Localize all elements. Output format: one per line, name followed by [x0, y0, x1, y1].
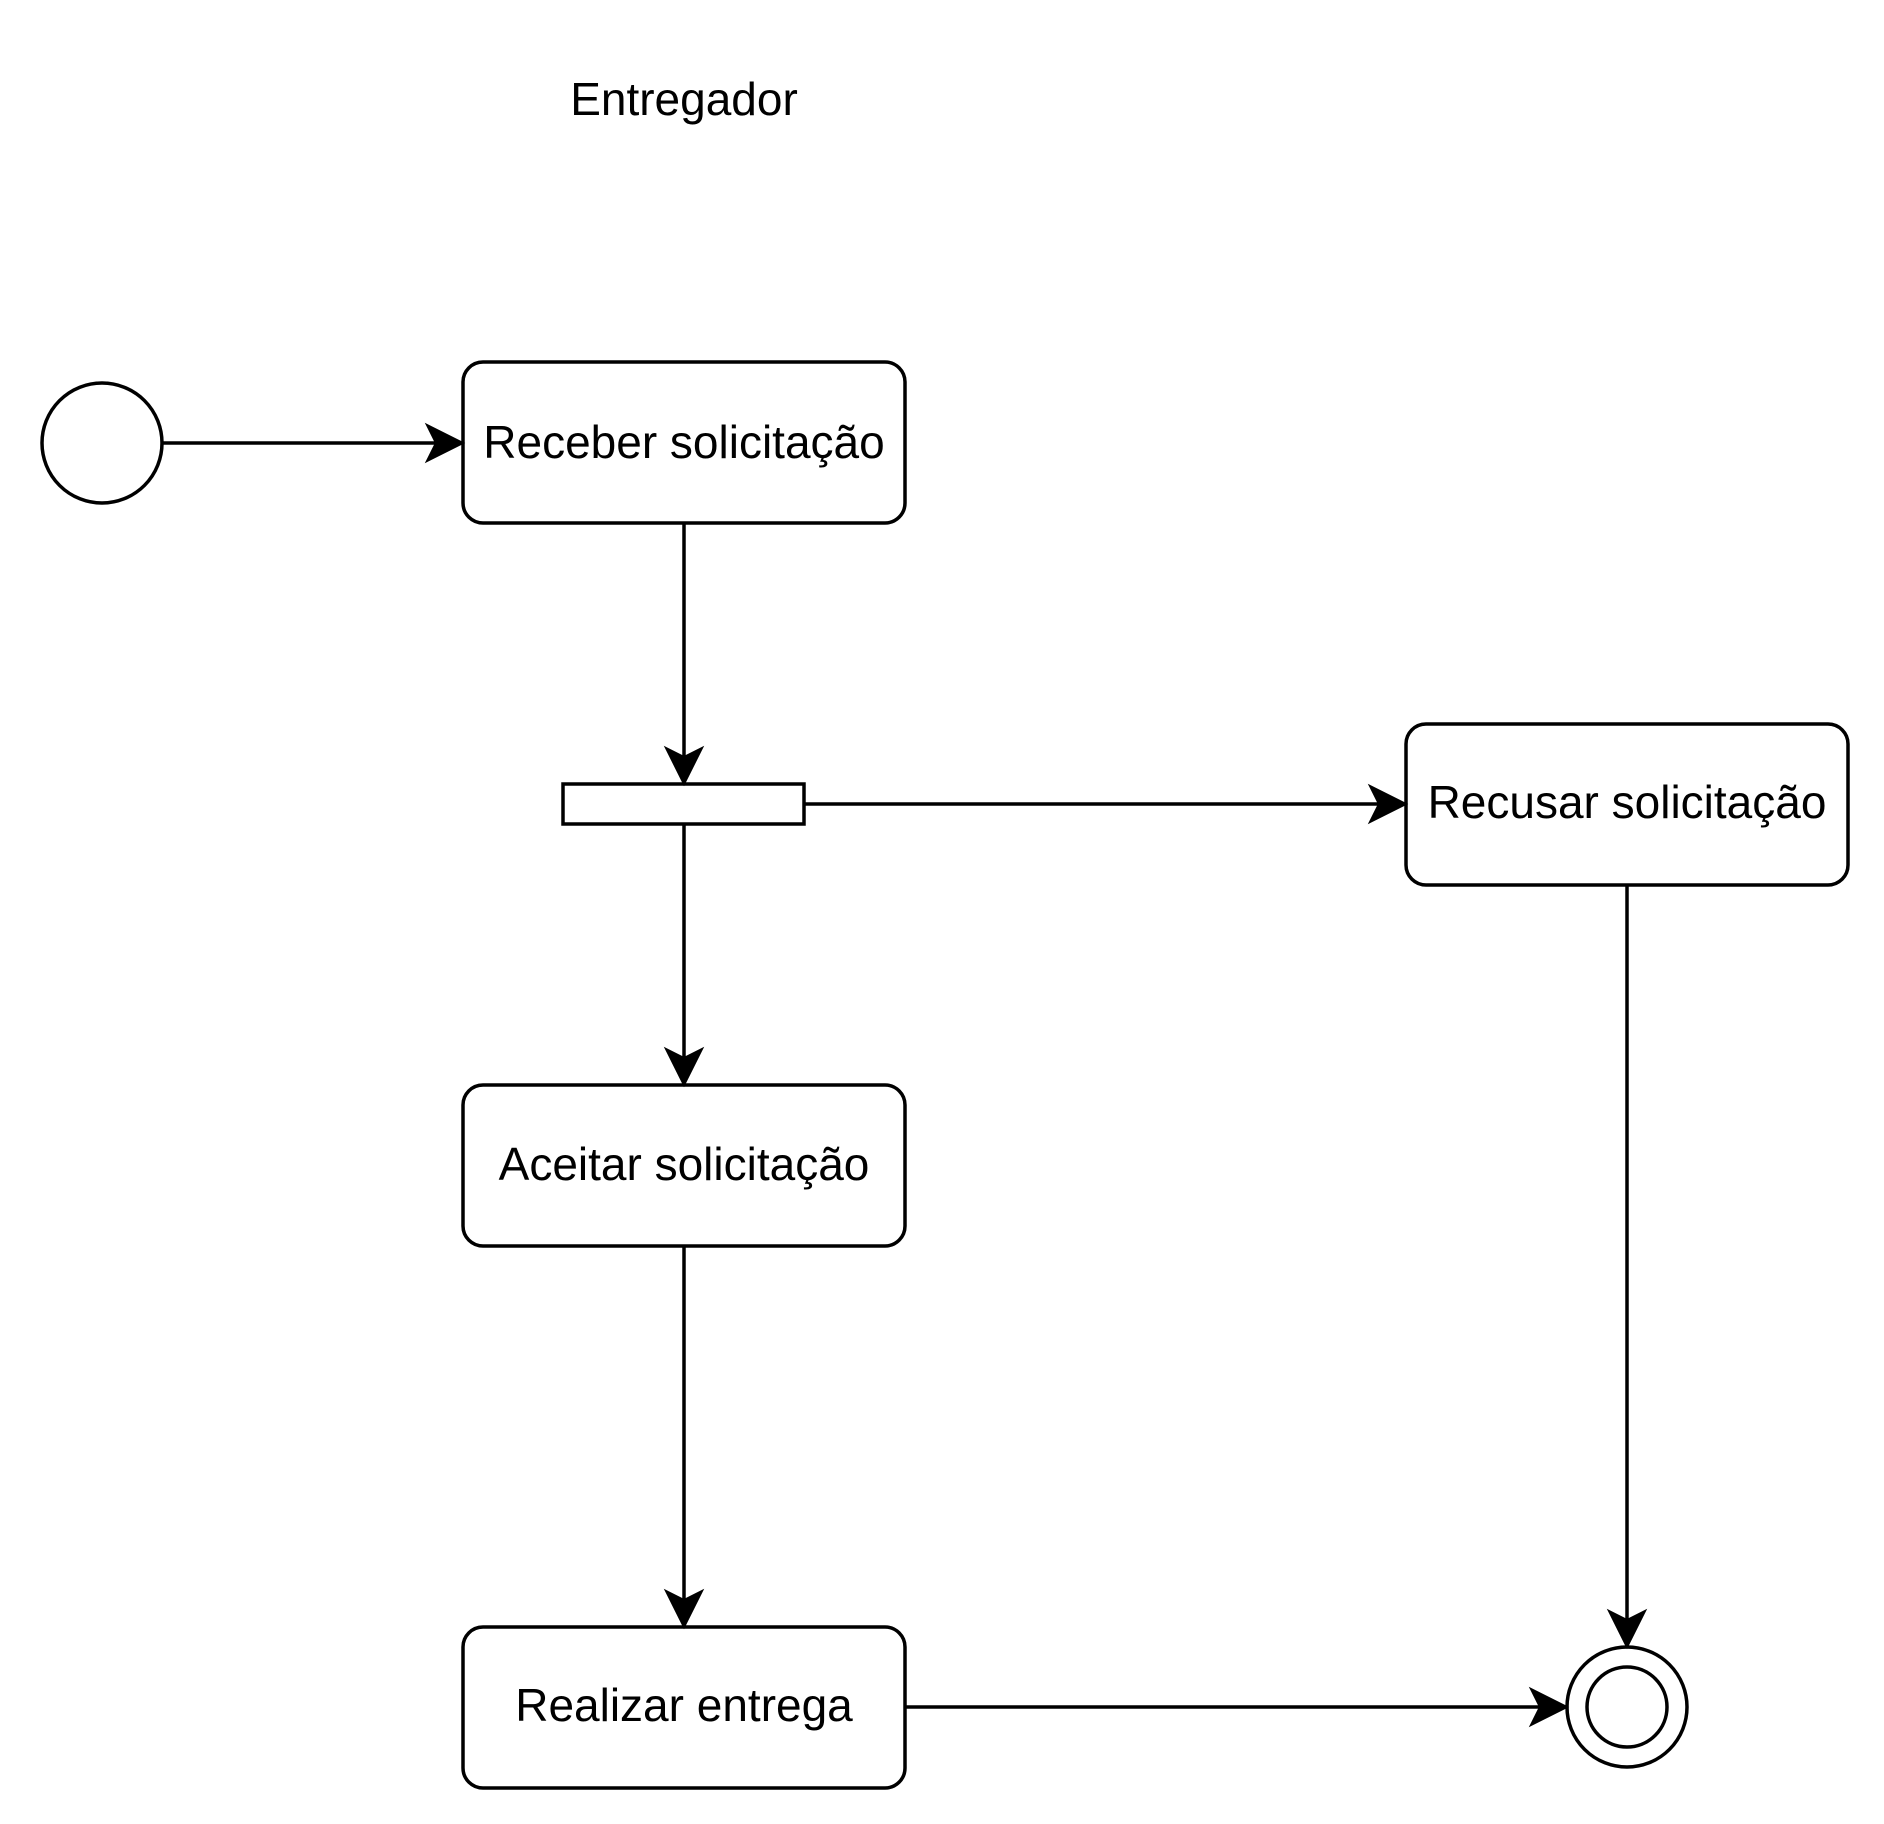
activity-realizar-entrega: Realizar entrega — [461, 1625, 907, 1790]
edge-bar-to-aceitar — [663, 824, 705, 1088]
decision-bar — [561, 782, 806, 826]
final-node — [1565, 1645, 1689, 1769]
edge-bar-to-recusar — [804, 783, 1409, 825]
edge-realizar-to-final — [905, 1686, 1570, 1728]
activity-recusar-solicitacao: Recusar solicitação — [1404, 722, 1850, 887]
initial-node — [40, 381, 164, 505]
activity-label: Receber solicitação — [483, 416, 884, 468]
activity-label: Aceitar solicitação — [499, 1138, 870, 1190]
activity-receber-solicitacao: Receber solicitação — [461, 360, 907, 525]
activity-aceitar-solicitacao: Aceitar solicitação — [461, 1083, 907, 1248]
activity-label: Realizar entrega — [515, 1679, 853, 1731]
final-node-inner — [1585, 1665, 1669, 1749]
diagram-title: Entregador — [570, 73, 798, 125]
activity-label: Recusar solicitação — [1428, 776, 1827, 828]
edge-aceitar-to-realizar — [663, 1246, 705, 1630]
edge-recusar-to-final — [1606, 885, 1648, 1650]
edge-initial-to-receber — [162, 422, 466, 464]
edge-receber-to-bar — [663, 523, 705, 787]
